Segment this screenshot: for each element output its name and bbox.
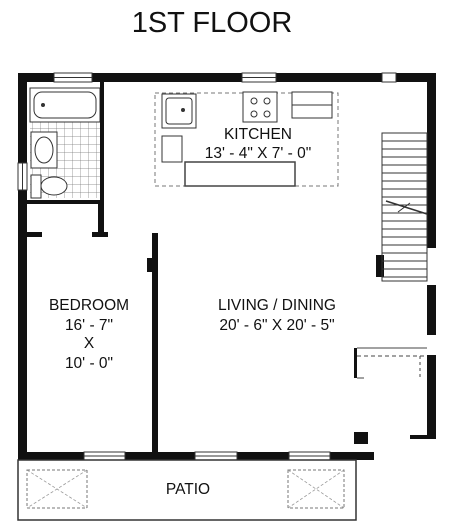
- kitchen-label: KITCHEN: [224, 126, 292, 143]
- kitchen-area: [154, 91, 339, 187]
- bedroom-dimension-separator: X: [84, 335, 95, 352]
- entry-wall: [410, 435, 436, 439]
- living-dining-dimensions: 20' - 6" X 20' - 5": [219, 317, 334, 334]
- bedroom-label: BEDROOM: [49, 297, 129, 314]
- living-dining-label: LIVING / DINING: [218, 297, 336, 314]
- stove: [242, 91, 278, 123]
- toilet: [30, 174, 68, 199]
- bedroom-dimension-length: 16' - 7": [65, 317, 113, 334]
- bathtub: [29, 87, 101, 123]
- kitchen-dimensions: 13' - 4" X 7' - 0": [205, 145, 312, 162]
- patio: [17, 459, 357, 521]
- bedroom-dimension-width: 10' - 0": [65, 355, 113, 372]
- kitchen-sink: [161, 93, 197, 129]
- interior-walls: [27, 200, 384, 452]
- floor-title: 1ST FLOOR: [132, 7, 293, 39]
- patio-label: PATIO: [166, 481, 210, 498]
- staircase: [381, 132, 428, 282]
- kitchen-island: [184, 161, 296, 187]
- closet: [357, 347, 427, 379]
- exterior-walls: [18, 73, 436, 460]
- bathroom: [29, 82, 104, 200]
